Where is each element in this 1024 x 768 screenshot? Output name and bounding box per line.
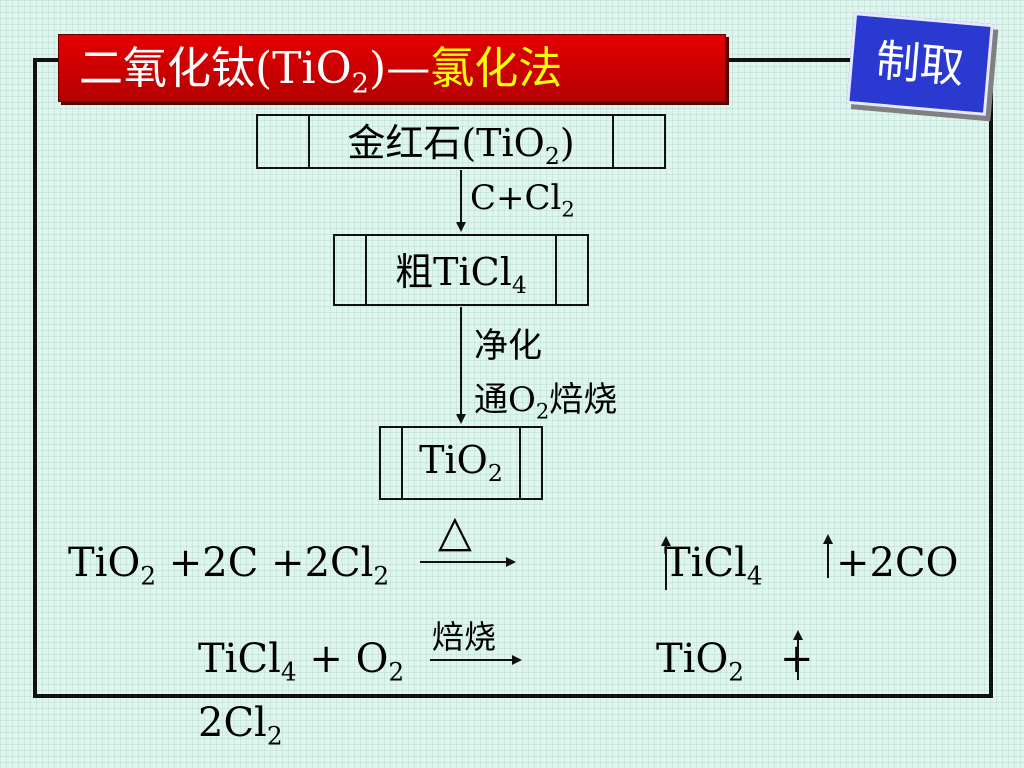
eq1-product2: +2CO [836, 540, 958, 586]
flow-step-crude-ticl4: 粗TiCl4 [333, 234, 589, 306]
eq1-term3-sub: 2 [373, 561, 390, 591]
eq2-term1-sub: 4 [280, 657, 297, 687]
eq2-plus2-text: + [780, 636, 814, 682]
step1-text: 金红石(TiO [347, 121, 545, 166]
box-side-right [612, 116, 664, 167]
step2-sub: 4 [511, 271, 527, 300]
eq1-term3: +2Cl [258, 540, 374, 586]
flow-step-tio2-label: TiO2 [403, 438, 519, 487]
step1-tail: ) [559, 121, 575, 166]
eq2-lhs: TiCl4 + O2 [198, 636, 404, 687]
eq2-product-text: TiO [656, 636, 729, 682]
flow-step-crude-label: 粗TiCl4 [367, 241, 555, 299]
eq2-plus2: + [780, 636, 814, 682]
step3-text: TiO [419, 438, 488, 483]
title-subscript: 2 [351, 68, 370, 100]
eq1-product1-sub: 4 [746, 561, 763, 591]
eq2-product-sub: 2 [728, 657, 745, 687]
box-side-left [381, 428, 403, 498]
step2-text: 粗TiCl [395, 249, 512, 294]
flow-step-rutile: 金红石(TiO2) [256, 112, 666, 171]
box-side-right [555, 236, 587, 304]
eq1-condition: △ [438, 506, 472, 557]
step1-sub: 2 [544, 142, 560, 171]
eq2-line2: 2Cl2 [198, 700, 283, 751]
eq2-line2-sub: 2 [266, 721, 283, 751]
arrow2-line1: 净化 [474, 326, 542, 366]
eq1-product1-text: TiCl [664, 540, 747, 586]
arrow1-sub: 2 [561, 196, 575, 222]
title-prefix: 二氧化钛(TiO [79, 43, 352, 94]
eq1-lhs: TiO2 +2C +2Cl2 [68, 540, 389, 591]
eq2-plus: + O [296, 636, 389, 682]
eq1-term1: TiO [68, 540, 141, 586]
title-highlight: 氯化法 [430, 43, 563, 94]
box-side-left [258, 116, 310, 167]
arrow2-line2-sub: 2 [535, 398, 550, 424]
eq2-product: TiO2 [656, 636, 744, 687]
page-title: 二氧化钛(TiO2)—氯化法 [58, 34, 726, 102]
step3-sub: 2 [487, 459, 503, 488]
eq2-term1: TiCl [198, 636, 281, 682]
arrow1-text: C+Cl [470, 178, 562, 218]
box-side-right [519, 428, 541, 498]
eq1-product2-text: +2CO [836, 540, 959, 586]
eq1-condition-text: △ [438, 506, 472, 557]
eq2-line2-text: 2Cl [198, 700, 267, 746]
flow-step-tio2: TiO2 [379, 426, 543, 500]
box-side-left [335, 236, 367, 304]
eq1-product1: TiCl4 [664, 540, 763, 591]
title-suffix: )— [369, 43, 431, 94]
arrow1-label: C+Cl2 [470, 178, 575, 221]
eq2-condition: 焙烧 [432, 612, 496, 658]
arrow2-line2-post: 焙烧 [549, 380, 618, 420]
arrow2-line2-pre: 通O [474, 380, 536, 420]
eq1-term1-sub: 2 [140, 561, 157, 591]
eq1-term2: +2C [156, 540, 259, 586]
arrow2-label-line1: 净化 [474, 318, 542, 367]
arrow2-label-line2: 通O2焙烧 [474, 372, 617, 423]
flow-step-rutile-label: 金红石(TiO2) [310, 112, 612, 170]
eq2-o-sub: 2 [388, 657, 405, 687]
eq2-condition-text: 焙烧 [432, 618, 497, 656]
